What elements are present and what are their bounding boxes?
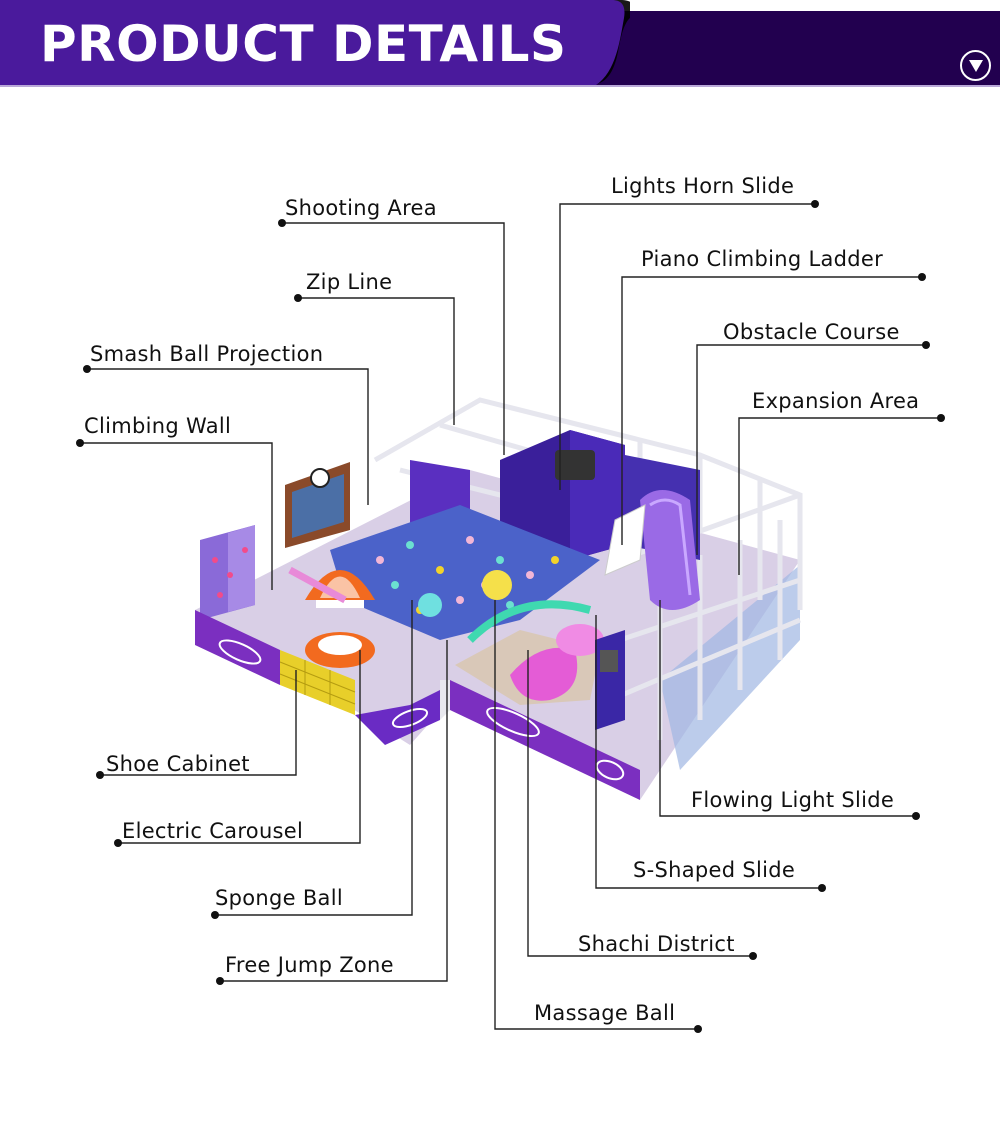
callout-lights-horn-slide[interactable]: Lights Horn Slide [611,174,795,198]
callout-shoe-cabinet[interactable]: Shoe Cabinet [106,752,250,776]
callout-massage-ball[interactable]: Massage Ball [534,1001,676,1025]
callout-electric-carousel[interactable]: Electric Carousel [122,819,304,843]
callout-piano-climbing-ladder[interactable]: Piano Climbing Ladder [641,247,884,271]
callout-smash-ball-projection[interactable]: Smash Ball Projection [90,342,324,366]
page-title: PRODUCT DETAILS [40,15,567,73]
callout-sponge-ball[interactable]: Sponge Ball [215,886,343,910]
callout-climbing-wall[interactable]: Climbing Wall [84,414,232,438]
callout-flowing-light-slide[interactable]: Flowing Light Slide [691,788,895,812]
header-title-tab [0,0,630,85]
page-header: PRODUCT DETAILS [0,0,1000,88]
callout-obstacle-course[interactable]: Obstacle Course [723,320,900,344]
callout-s-shaped-slide[interactable]: S-Shaped Slide [633,858,796,882]
callout-expansion-area[interactable]: Expansion Area [752,389,920,413]
header-divider [0,85,1000,87]
callout-free-jump-zone[interactable]: Free Jump Zone [225,953,394,977]
callout-shachi-district[interactable]: Shachi District [578,932,735,956]
chevron-down-circle-icon[interactable] [960,50,991,81]
callout-shooting-area[interactable]: Shooting Area [285,196,437,220]
callout-zip-line[interactable]: Zip Line [306,270,393,294]
